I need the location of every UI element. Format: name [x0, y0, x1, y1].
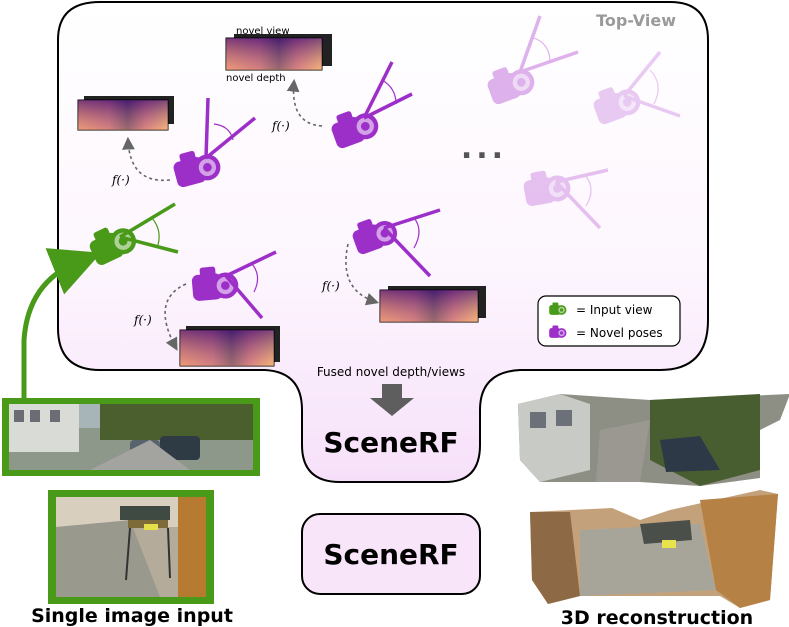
- function-label-3: f(·): [133, 313, 152, 327]
- top-view-label: Top-View: [596, 11, 676, 30]
- depth-thumb-4: [379, 286, 486, 323]
- ellipsis: ...: [461, 131, 507, 166]
- input-arrow: [21, 248, 102, 400]
- function-label-1: f(·): [111, 173, 130, 187]
- render-arrow-3: [164, 283, 187, 351]
- function-label-2: f(·): [271, 119, 290, 133]
- legend-novel-poses: = Novel poses: [576, 326, 663, 340]
- scenerf-label-2: SceneRF: [323, 538, 458, 571]
- scenerf-label-1: SceneRF: [323, 426, 458, 459]
- render-arrow-1: [122, 136, 171, 182]
- future-camera-2-icon: [589, 50, 681, 126]
- depth-thumb-1: [77, 96, 174, 131]
- fused-label: Fused novel depth/views: [317, 365, 465, 379]
- legend: = Input view = Novel poses: [537, 295, 681, 347]
- function-label-4: f(·): [321, 279, 340, 293]
- depth-thumb-2: [225, 34, 332, 71]
- novel-camera-2-icon: [327, 61, 413, 150]
- novel-camera-3-icon: [190, 250, 277, 320]
- future-camera-3-icon: [521, 166, 609, 230]
- reconstruction-label: 3D reconstruction: [561, 607, 753, 627]
- novel-camera-1-icon: [170, 97, 257, 189]
- render-arrow-4: [345, 243, 380, 306]
- reconstruction-street: [518, 394, 789, 486]
- reconstruction-indoor: [530, 490, 778, 608]
- depth-thumb-3: [179, 326, 280, 367]
- fused-arrow: [370, 384, 414, 416]
- future-camera-1-icon: [483, 15, 579, 106]
- legend-input-view: = Input view: [576, 303, 653, 317]
- input-indoor-image: [48, 490, 214, 604]
- novel-depth-label: novel depth: [226, 73, 286, 84]
- render-arrow-2: [286, 78, 323, 127]
- scenerf-box-2: [301, 513, 481, 595]
- novel-camera-4-icon: [348, 208, 441, 278]
- novel-view-label: novel view: [236, 26, 290, 37]
- input-camera-icon: [84, 202, 179, 267]
- input-street-image: [2, 398, 260, 476]
- single-image-input-label: Single image input: [31, 605, 233, 627]
